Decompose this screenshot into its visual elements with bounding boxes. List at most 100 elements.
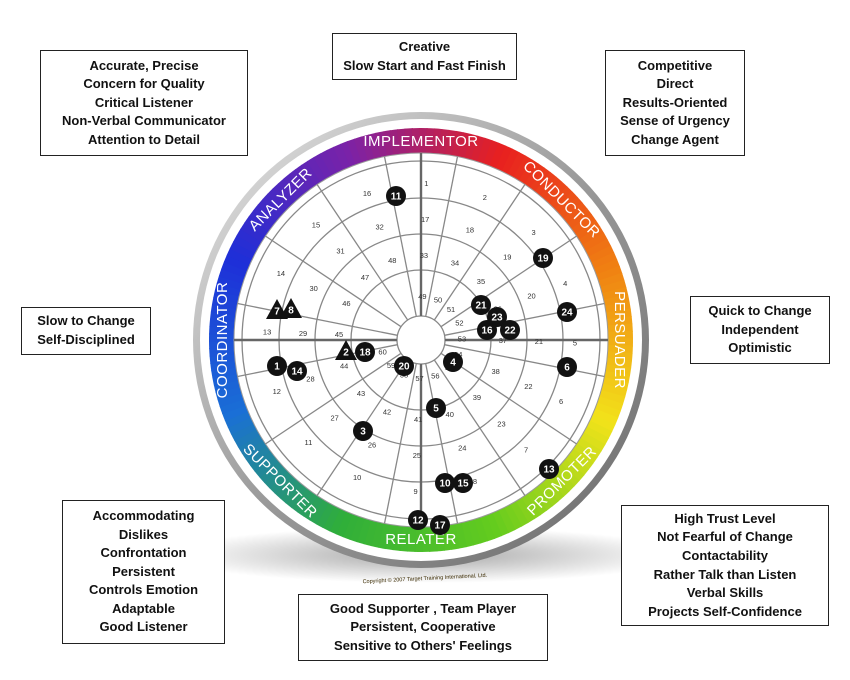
ring-slice [470,135,486,162]
supporter-line: Accommodating [92,507,195,523]
marker-14: 14 [287,361,307,381]
ring-slice [291,487,313,513]
position-number: 16 [363,189,371,198]
ring-slice [558,196,583,220]
conductor-line: Results-Oriented [622,94,728,110]
ring-slice [234,428,260,448]
ring-slice [526,490,548,516]
position-number: 23 [497,419,505,428]
ring-slice [575,219,601,241]
ring-slice [600,383,628,398]
ring-slice [515,497,535,524]
position-number: 24 [458,444,466,453]
relater-line: Persistent, Cooperative [350,619,496,635]
ring-slice [232,234,259,254]
ring-slice [564,453,590,476]
ring-slice [296,491,318,517]
creative-box: Creative Slow Start and Fast Finish [332,33,517,80]
marker-label: 12 [412,516,424,527]
marker-label: 2 [343,348,349,359]
marker-8: 8 [280,298,302,318]
supporter-box: Accommodating Dislikes Confrontation Per… [62,500,225,644]
circle-marker [443,352,463,372]
ring-slice [473,517,489,544]
position-number: 8 [473,477,477,486]
marker-label: 18 [359,348,371,359]
ring-slice [227,416,254,435]
ring-slice [592,408,619,426]
supporter-line: Controls Emotion [88,582,199,598]
marker-13: 13 [539,459,559,479]
ring-slice [303,495,324,521]
marker-label: 15 [457,479,469,490]
position-number: 15 [312,220,320,229]
ring-slice [333,143,351,170]
circle-marker [267,356,287,376]
marker-11: 11 [386,186,406,206]
position-number: 6 [559,397,563,406]
analyzer-box: Accurate, Precise Concern for Quality Cr… [40,50,248,156]
position-number: 10 [353,473,361,482]
ring-slice [411,128,421,154]
position-number: 50 [434,296,442,305]
ring-slice [272,182,296,207]
position-number: 40 [446,410,454,419]
ring-slice [509,501,529,527]
ring-slice [578,226,605,246]
ring-slice [367,132,382,159]
position-number: 35 [477,277,485,286]
position-number: 7 [524,446,528,455]
triangle-marker [280,298,302,318]
conductor-line: Change Agent [631,131,719,147]
position-number: 9 [414,487,418,496]
marker-22: 22 [500,320,520,340]
ring-slice [454,522,467,549]
marker-label: 7 [274,307,280,318]
ring-slice [249,450,275,472]
ring-slice [571,213,597,235]
ring-slice [518,159,539,185]
ring-slice [460,521,475,548]
promoter-line: Contactability [682,547,768,563]
ring-slice [507,151,527,178]
grid-spoke [237,302,398,336]
ring-slice [289,168,311,194]
ring-slice [588,245,615,264]
circle-marker [355,342,375,362]
segment-label-persuader: PERSUADER [611,291,628,389]
ring-slice [285,483,308,509]
ring-slice [300,160,322,186]
ring-slice [583,426,610,446]
ring-slice [269,470,293,494]
circle-marker [394,356,414,376]
ring-slice [213,379,240,394]
grid-spoke [440,352,577,445]
ring-slice [598,272,625,288]
marker-20: 20 [394,356,414,376]
marker-24: 24 [557,302,577,322]
ring-slice [568,448,594,470]
position-number: 5 [573,338,577,347]
marker-label: 11 [391,192,402,203]
ring-slice [541,477,565,502]
ring-slice [603,294,630,307]
ring-slice [377,523,391,550]
grid-spoke [265,235,402,328]
ring-slice [209,347,235,357]
ring-slice [244,215,270,237]
ring-slice [209,353,236,364]
ring-slice [524,163,546,189]
ring-slice [339,141,357,168]
circle-marker [500,320,520,340]
ring-slice [335,511,353,538]
wheel-grid [234,153,608,527]
persuader-line: Optimistic [728,340,792,356]
marker-label: 21 [475,301,487,312]
marker-6: 6 [557,357,577,377]
ring-slice [215,385,242,401]
ring-slice [230,422,257,442]
ring-slice [582,232,608,252]
ring-slice [217,392,244,408]
ring-slice [503,504,523,531]
position-number: 53 [458,334,466,343]
